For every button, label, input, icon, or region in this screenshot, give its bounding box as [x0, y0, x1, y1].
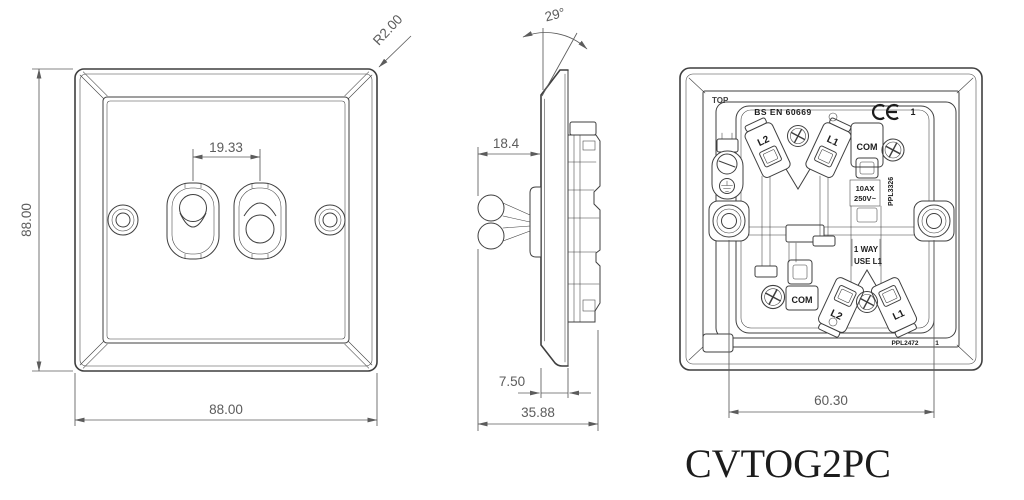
rating-voltage-label: 250V~ — [854, 194, 877, 203]
phillips-screw-icon — [786, 124, 810, 148]
toggle-lever-upper — [477, 194, 505, 222]
wiring-note-line2-label: USE L1 — [854, 257, 883, 266]
toggle-dolly-left — [179, 194, 207, 222]
side-view: 29° 18.4 7.50 35.88 — [477, 5, 601, 431]
phillips-screw-icon — [880, 137, 906, 163]
side-dimensions: 29° 18.4 7.50 35.88 — [477, 5, 599, 431]
top-switch-unit: L2 L1 COM 10AX 250V~ PPL3326 — [740, 115, 906, 289]
side-mechanism — [567, 121, 601, 323]
dim-projection-label: 18.4 — [493, 136, 520, 151]
fixing-screw-left — [107, 204, 139, 236]
contact-straps — [754, 175, 881, 278]
toggle-lever-lower — [477, 222, 505, 250]
phillips-screw-icon — [760, 284, 786, 310]
rating-current-label: 10AX — [856, 184, 875, 193]
toggle-dolly-right — [245, 214, 275, 244]
wiring-note-line1-label: 1 WAY — [854, 245, 879, 254]
fixing-boss-left — [708, 200, 750, 242]
earth-symbol-icon — [721, 180, 733, 192]
terminal-l2-top: L2 — [740, 115, 793, 180]
toggle-switch-right — [233, 182, 287, 260]
top-orientation-label: TOP — [712, 96, 729, 105]
dim-depth-label: 35.88 — [521, 405, 555, 420]
terminal-l1-bottom-label: L1 — [891, 308, 907, 323]
fixing-boss-right — [913, 200, 955, 242]
dim-corner-radius-label: R2.00 — [370, 12, 406, 49]
side-plate-profile — [540, 69, 569, 367]
com-top-label: COM — [857, 142, 878, 152]
side-toggle-bezel — [529, 186, 542, 258]
terminal-l1-top: L1 — [803, 115, 856, 180]
mounting-crossbar — [739, 226, 933, 236]
side-toggle-levers — [477, 194, 531, 250]
gang-number-label: 1 — [910, 107, 915, 117]
dim-height-label: 88.00 — [19, 203, 34, 237]
moulding-ref-bottom-label: PPL2472 — [891, 340, 918, 347]
terminal-l2-bottom: L2 — [813, 275, 866, 340]
phillips-screw-icon — [855, 290, 879, 314]
front-plate-outline — [74, 68, 378, 372]
dim-thickness-label: 7.50 — [499, 374, 525, 389]
moulding-ref-side-label: PPL3326 — [888, 177, 895, 206]
bottom-switch-unit: 1 WAY USE L1 L2 L1 COM — [760, 245, 922, 340]
back-view: L2 L1 COM 10AX 250V~ PPL3326 1 WAY USE L… — [679, 67, 983, 418]
dim-width-label: 88.00 — [209, 402, 243, 417]
sheet-number-label: 1 — [935, 340, 939, 347]
terminal-l1-top-label: L1 — [825, 134, 841, 149]
corner-bevel-lines — [79, 71, 373, 369]
standard-label: BS EN 60669 — [754, 107, 811, 117]
terminal-l1-bottom: L1 — [869, 275, 922, 340]
back-plate-outline — [679, 67, 983, 371]
toggle-barrel-right — [243, 202, 277, 217]
product-code-label: CVTOG2PC — [685, 441, 891, 486]
frame-tab — [702, 333, 734, 353]
fixing-screw-right — [314, 204, 346, 236]
front-plate-face — [102, 96, 350, 344]
earth-terminal-group — [711, 132, 744, 208]
dim-fixing-centres-label: 60.30 — [814, 393, 848, 408]
terminal-l2-bottom-label: L2 — [829, 308, 845, 323]
dim-angle-label: 29° — [543, 5, 566, 24]
com-bottom-label: COM — [792, 295, 813, 305]
slot-screw-icon — [716, 153, 738, 175]
front-view: 19.33 88.00 88.00 R2.00 — [19, 12, 412, 426]
toggle-switch-left — [166, 182, 220, 260]
terminal-l2-top-label: L2 — [756, 134, 772, 149]
ce-mark-icon — [871, 103, 899, 121]
dim-toggle-spacing-label: 19.33 — [209, 140, 243, 155]
back-dimensions: 60.30 — [728, 240, 935, 418]
